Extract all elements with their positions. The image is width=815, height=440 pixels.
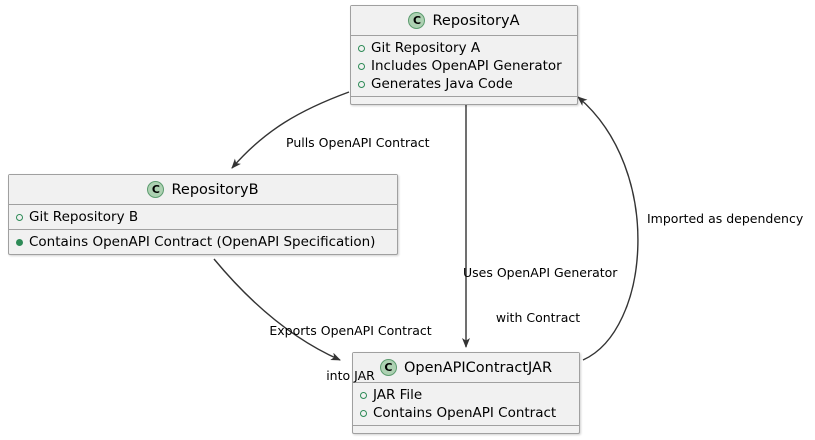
edge-label-line-2: with Contract — [495, 310, 581, 325]
edge-label-imported-as-dependency: Imported as dependency — [647, 211, 804, 226]
class-member: Git Repository A — [351, 39, 577, 57]
field-marker-icon — [358, 62, 365, 70]
class-member: Includes OpenAPI Generator — [351, 57, 577, 75]
class-header-openapi-contract-jar: C OpenAPIContractJAR — [353, 353, 579, 383]
class-member: Contains OpenAPI Contract — [353, 404, 579, 422]
class-box-repository-a[interactable]: C RepositoryA Git Repository A Includes … — [350, 5, 578, 105]
class-member-label: Git Repository B — [29, 209, 139, 225]
class-member: JAR File — [353, 386, 579, 404]
edge-label-line-2: into JAR — [326, 368, 375, 383]
class-title: RepositoryA — [432, 12, 520, 29]
class-empty-compartment — [351, 96, 577, 104]
class-member-label: Contains OpenAPI Contract — [373, 405, 557, 421]
class-header-repository-b: C RepositoryB — [9, 175, 397, 205]
class-member: Contains OpenAPI Contract (OpenAPI Speci… — [9, 233, 397, 251]
class-members-repository-a: Git Repository A Includes OpenAPI Genera… — [351, 36, 577, 96]
edge-label-exports-contract: Exports OpenAPI Contract into JAR — [268, 293, 433, 413]
class-methods-repository-b: Contains OpenAPI Contract (OpenAPI Speci… — [9, 229, 397, 254]
class-empty-compartment — [353, 425, 579, 433]
class-header-repository-a: C RepositoryA — [351, 6, 577, 36]
edge-label-line-1: Uses OpenAPI Generator — [463, 265, 618, 280]
class-title: OpenAPIContractJAR — [403, 359, 553, 376]
class-member-label: Includes OpenAPI Generator — [371, 58, 562, 74]
edge-pulls-contract — [231, 91, 350, 169]
field-marker-icon — [358, 44, 365, 52]
class-icon-c: C — [147, 181, 165, 198]
class-icon-c: C — [408, 12, 426, 29]
method-marker-icon — [16, 238, 23, 246]
class-member-label: Git Repository A — [371, 40, 481, 56]
field-marker-icon — [360, 391, 367, 399]
field-marker-icon — [16, 213, 23, 221]
class-member-label: Contains OpenAPI Contract (OpenAPI Speci… — [29, 234, 376, 250]
field-marker-icon — [360, 409, 367, 417]
class-members-openapi-contract-jar: JAR File Contains OpenAPI Contract — [353, 383, 579, 425]
edge-label-pulls-contract: Pulls OpenAPI Contract — [286, 135, 430, 150]
class-member: Git Repository B — [9, 208, 397, 226]
class-icon-c: C — [379, 359, 397, 376]
class-member-label: JAR File — [373, 387, 423, 403]
field-marker-icon — [358, 80, 365, 88]
class-member-label: Generates Java Code — [371, 76, 513, 92]
class-box-repository-b[interactable]: C RepositoryB Git Repository B Contains … — [8, 174, 398, 255]
class-fields-repository-b: Git Repository B — [9, 205, 397, 229]
class-title: RepositoryB — [171, 181, 259, 198]
class-member: Generates Java Code — [351, 75, 577, 93]
class-box-openapi-contract-jar[interactable]: C OpenAPIContractJAR JAR File Contains O… — [352, 352, 580, 434]
edge-label-line-1: Exports OpenAPI Contract — [269, 323, 432, 338]
